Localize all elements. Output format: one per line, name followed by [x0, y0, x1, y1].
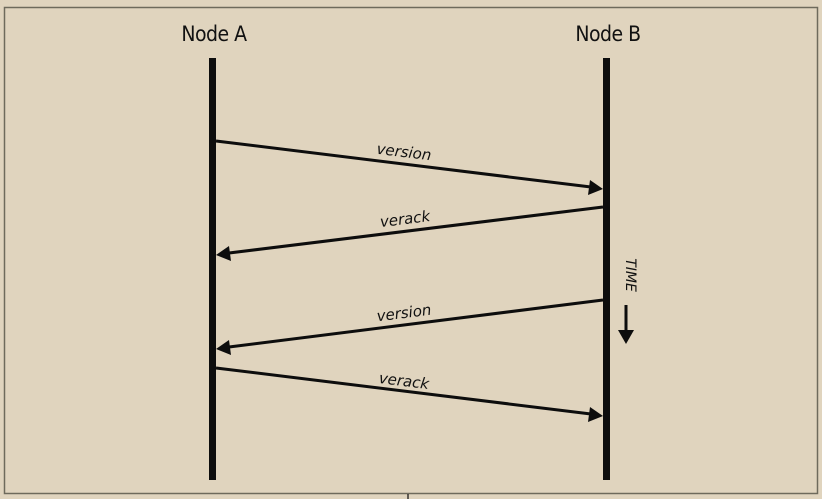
node-a-lifeline [209, 58, 216, 480]
arrow-down-icon [618, 330, 634, 344]
node-a-label: Node A [181, 22, 247, 46]
message-2: verack [216, 205, 604, 261]
node-b-label: Node B [575, 22, 640, 46]
message-4: verack [215, 366, 603, 422]
node-b-lifeline [603, 58, 610, 480]
message-4-arrow [215, 366, 596, 416]
message-3-arrowhead-icon [216, 340, 231, 355]
message-3: version [216, 298, 604, 355]
diagram-frame [3, 6, 819, 495]
message-1: version [215, 139, 603, 195]
message-1-arrow [215, 139, 596, 189]
message-1-arrowhead-icon [588, 180, 603, 195]
message-3-arrow [224, 298, 604, 349]
time-indicator: TIME [618, 258, 638, 344]
time-label: TIME [622, 258, 638, 292]
message-2-arrow [224, 205, 604, 255]
message-2-arrowhead-icon [216, 246, 231, 261]
message-4-arrowhead-icon [588, 407, 603, 422]
message-2-label: verack [379, 207, 433, 231]
